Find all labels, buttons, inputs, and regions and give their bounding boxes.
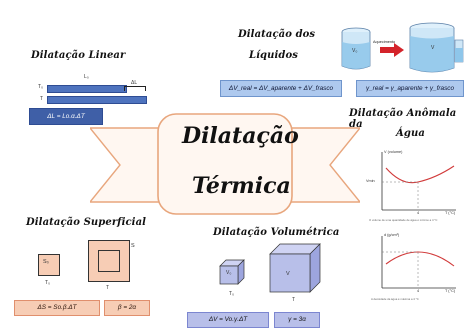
superficial-square-initial	[38, 254, 60, 276]
center-title-line1: Dilatação	[182, 123, 299, 149]
center-title-line2: Térmica	[192, 173, 291, 199]
linear-label-dL: ΔL	[131, 80, 138, 86]
volumetrica-label-T0: T₀	[229, 291, 235, 297]
superficial-formula-left-box: ΔS = So.β.ΔT	[14, 300, 100, 316]
central-ribbon	[90, 113, 360, 215]
linear-bar-final	[47, 96, 147, 104]
liquidos-title-line1: Dilatação dos	[238, 29, 316, 40]
linear-label-T: T	[40, 96, 44, 102]
linear-title: Dilatação Linear	[31, 50, 126, 61]
superficial-title: Dilatação Superficial	[26, 217, 147, 228]
agua-chart1-caption: O volume de uma quantidade de água é mín…	[369, 218, 438, 222]
agua-chart1-xlabel: T (°C)	[445, 211, 456, 215]
agua-chart2-ylabel: d (g/cm³)	[384, 233, 400, 237]
liquidos-flask-v0: V₀	[352, 48, 358, 54]
linear-label-L0: L₀	[84, 74, 89, 80]
superficial-label-T0: T₀	[45, 280, 51, 286]
superficial-square-inner-outline	[98, 250, 120, 272]
agua-chart1-y0: Vmin	[366, 179, 375, 183]
liquidos-formula-left-box: ΔV_real = ΔV_aparente + ΔV_frasco	[220, 80, 342, 97]
volumetrica-formula-right: γ = 3α	[288, 316, 306, 323]
agua-title-line2: Água	[396, 128, 425, 139]
volumetrica-cube-small	[219, 259, 245, 285]
linear-label-T0: T₀	[38, 84, 44, 90]
volumetrica-title: Dilatação Volumétrica	[213, 227, 340, 238]
superficial-formula-right: β = 2α	[117, 304, 137, 311]
volumetrica-label-V0: V₀	[226, 270, 232, 276]
agua-chart1-x0: 4	[417, 211, 420, 215]
liquidos-flasks-illustration	[341, 22, 464, 73]
volumetrica-formula-left: ΔV = Vo.γ.ΔT	[208, 316, 248, 323]
liquidos-formula-right: γ_real = γ_aparente + γ_frasco	[365, 85, 455, 92]
volumetrica-formula-right-box: γ = 3α	[274, 312, 320, 328]
volumetrica-cube-large	[269, 243, 321, 293]
liquidos-arrow-label: Aquecimento	[373, 40, 396, 44]
linear-formula-box: ΔL = Lo.α.ΔT	[29, 108, 103, 125]
volumetrica-formula-left-box: ΔV = Vo.γ.ΔT	[187, 312, 269, 328]
volumetrica-label-V: V	[286, 271, 290, 277]
linear-dl-bracket	[124, 86, 146, 91]
liquidos-flask-v: V	[431, 45, 435, 51]
superficial-label-S: S	[131, 243, 135, 249]
volumetrica-label-T: T	[292, 297, 296, 303]
superficial-label-T: T	[106, 285, 110, 291]
agua-chart2-caption: A densidade da água é máxima a 4 °C	[371, 297, 419, 301]
liquidos-formula-left: ΔV_real = ΔV_aparente + ΔV_frasco	[228, 85, 334, 92]
agua-density-chart	[381, 236, 456, 289]
liquidos-title-line2: Líquidos	[249, 50, 298, 61]
superficial-formula-left: ΔS = So.β.ΔT	[37, 304, 77, 311]
superficial-label-S0: S₀	[43, 259, 49, 265]
superficial-formula-right-box: β = 2α	[104, 300, 150, 316]
agua-chart1-ylabel: V (volume)	[384, 150, 403, 154]
liquidos-formula-right-box: γ_real = γ_aparente + γ_frasco	[356, 80, 464, 97]
agua-chart2-xlabel: T (°C)	[445, 289, 456, 293]
agua-volume-chart	[381, 152, 456, 211]
agua-chart2-x0: 4	[417, 289, 420, 293]
linear-bar-initial	[47, 85, 127, 93]
agua-title-line1: Dilatação Anômala da	[349, 108, 457, 130]
linear-formula: ΔL = Lo.α.ΔT	[47, 113, 85, 120]
superficial-square-final	[88, 240, 130, 282]
